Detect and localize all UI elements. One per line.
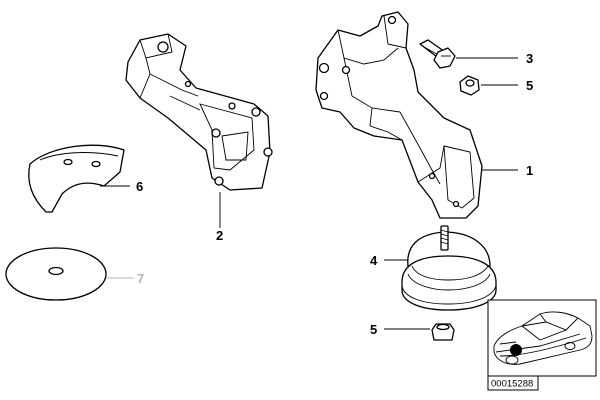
reference-code: 00015288 bbox=[491, 379, 533, 390]
location-marker bbox=[510, 344, 522, 356]
hex-nut-upper-part[interactable] bbox=[459, 75, 480, 96]
callout-7: 7 bbox=[137, 271, 144, 286]
vehicle-locator-inset: 00015288 bbox=[487, 299, 597, 391]
subframe-bracket-part[interactable] bbox=[125, 33, 273, 191]
callout-4: 4 bbox=[370, 253, 378, 268]
hex-nut-lower-part[interactable] bbox=[431, 323, 455, 341]
shim-disc-part[interactable] bbox=[5, 247, 107, 301]
heat-shield-part[interactable] bbox=[28, 144, 125, 213]
callout-6: 6 bbox=[136, 179, 143, 194]
callout-5-upper: 5 bbox=[526, 78, 533, 93]
engine-mount-bracket-part[interactable] bbox=[315, 11, 483, 219]
engine-mount-part[interactable] bbox=[401, 225, 497, 311]
callout-3: 3 bbox=[526, 51, 533, 66]
leader-lines bbox=[100, 57, 518, 330]
callout-2: 2 bbox=[216, 228, 223, 243]
callout-5-lower: 5 bbox=[370, 322, 377, 337]
callout-1: 1 bbox=[526, 163, 533, 178]
hex-bolt-part[interactable] bbox=[419, 39, 456, 69]
